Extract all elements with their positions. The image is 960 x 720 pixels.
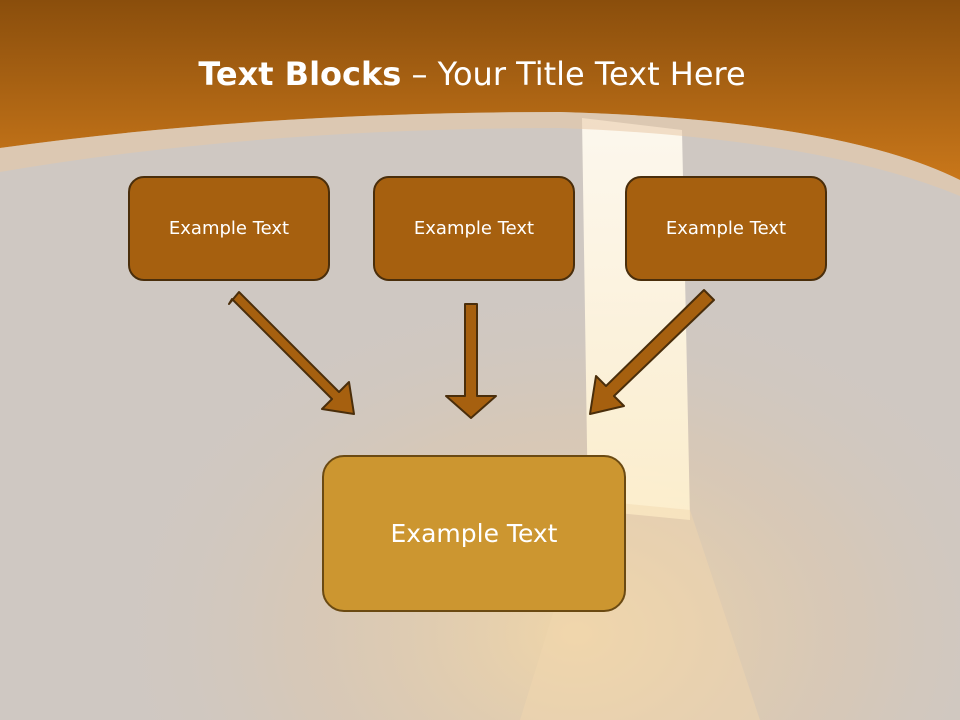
page-title: Text Blocks – Your Title Text Here xyxy=(0,52,944,96)
text-block-right-label: Example Text xyxy=(665,218,787,239)
text-block-middle-label: Example Text xyxy=(413,218,535,239)
text-block-left-label: Example Text xyxy=(168,218,290,239)
text-block-right[interactable]: Example Text xyxy=(625,176,827,281)
title-separator: – xyxy=(401,55,438,93)
text-block-target-label: Example Text xyxy=(390,519,558,548)
title-bold: Text Blocks xyxy=(198,55,402,93)
text-block-middle[interactable]: Example Text xyxy=(373,176,575,281)
title-rest: Your Title Text Here xyxy=(437,55,746,93)
text-block-left[interactable]: Example Text xyxy=(128,176,330,281)
text-block-target[interactable]: Example Text xyxy=(322,455,626,612)
